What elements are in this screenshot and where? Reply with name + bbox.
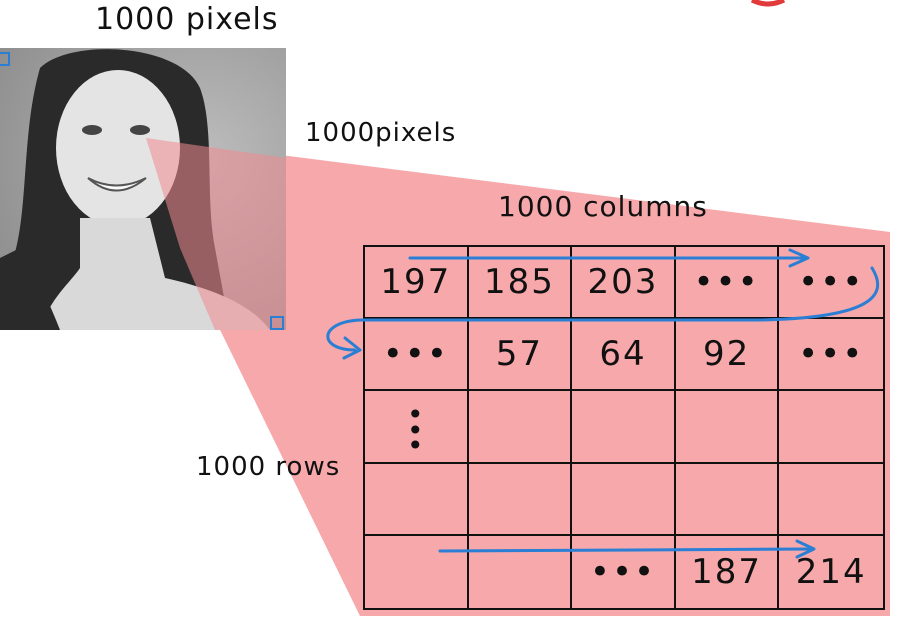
- matrix-cell: [779, 391, 883, 464]
- matrix-cell: [572, 463, 676, 536]
- matrix-cell: •••: [779, 247, 883, 320]
- matrix-cell: 57: [468, 319, 573, 392]
- matrix-cell: [365, 463, 469, 536]
- matrix-cell: [675, 391, 780, 464]
- photo-image: [0, 48, 286, 330]
- matrix-cell: 64: [572, 319, 676, 392]
- matrix-cell: •••: [779, 319, 883, 392]
- matrix-cell: 92: [675, 319, 780, 392]
- selection-handle-bottom-right[interactable]: [270, 316, 284, 330]
- matrix-cell: [365, 535, 469, 608]
- matrix-cell: 187: [676, 535, 780, 608]
- matrix-cell: [469, 535, 573, 608]
- matrix-cell: [572, 391, 676, 464]
- matrix-cell-vertical-ellipsis: • • •: [365, 391, 469, 464]
- selection-handle-top-left[interactable]: [0, 52, 10, 66]
- matrix-cell: [779, 464, 883, 536]
- matrix-cell: 203: [572, 247, 676, 320]
- matrix-cell: 197: [365, 247, 469, 320]
- wrap-arrow-head-icon: [342, 336, 362, 360]
- matrix-cell: 185: [468, 247, 573, 320]
- matrix-cell: [468, 463, 573, 536]
- columns-label: 1000 columns: [498, 190, 708, 223]
- matrix-cell: [468, 391, 573, 464]
- matrix-cell: [675, 463, 780, 536]
- rows-label: 1000 rows: [196, 452, 341, 482]
- matrix-cell: •••: [572, 535, 676, 608]
- image-width-label: 1000 pixels: [95, 2, 279, 37]
- image-height-label: 1000pixels: [305, 118, 457, 148]
- portrait-photo: [0, 48, 286, 330]
- matrix-cell: 214: [795, 551, 867, 592]
- matrix-cell: •••: [675, 247, 780, 320]
- pixel-matrix: 197 185 203 ••• ••• ••• 57 64 92 ••• • •…: [363, 245, 885, 610]
- matrix-cell: •••: [365, 319, 469, 392]
